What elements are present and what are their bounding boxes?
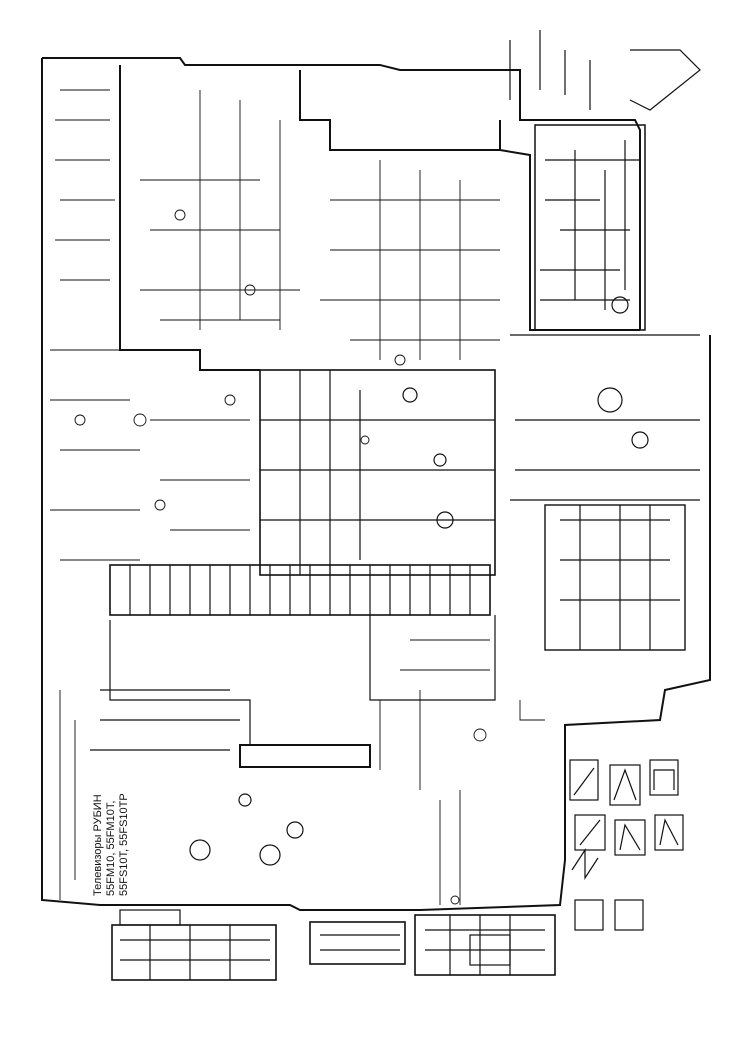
- sub-board-left: [111, 909, 277, 981]
- sub-board-right: [414, 914, 556, 976]
- deflection-module: [510, 334, 700, 651]
- main-ic: [259, 369, 496, 576]
- schematic-caption: Телевизоры РУБИН 55FM10, 55FM10T, 55FS10…: [92, 793, 131, 896]
- sub-board-middle: [309, 921, 406, 965]
- caption-line-2: 55FM10, 55FM10T,: [105, 800, 117, 896]
- power-supply-block: [534, 124, 646, 331]
- waveform-panel: [569, 759, 684, 931]
- crt-connector: [509, 30, 701, 111]
- caption-line-1: Телевизоры РУБИН: [92, 794, 104, 896]
- caption-line-3: 55FS10T, 55FS10TP: [118, 793, 130, 896]
- processor-chip: [109, 564, 491, 616]
- lower-board: [90, 615, 496, 866]
- component-clutter: [50, 89, 545, 905]
